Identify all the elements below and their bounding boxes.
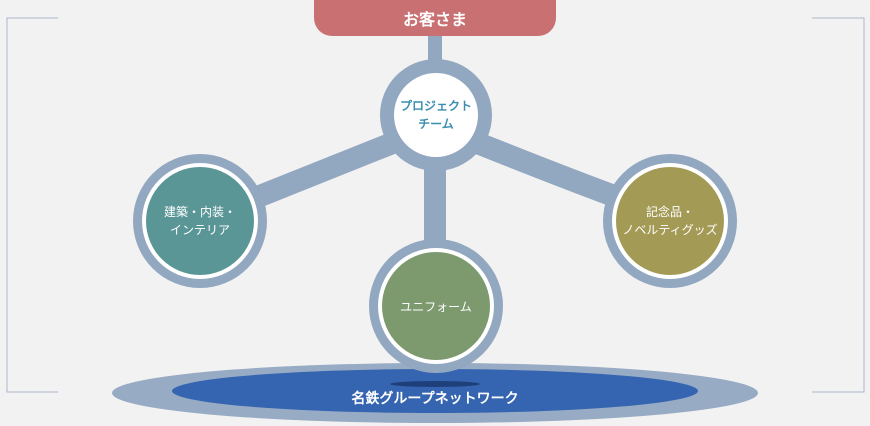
customer-pill: お客さま <box>314 0 556 36</box>
project-team-circle <box>394 73 478 157</box>
project-team-label: プロジェクト チーム <box>399 99 472 131</box>
uniform-label: ユニフォーム <box>400 300 472 314</box>
novelty-label: 記念品・ ノベルティグッズ <box>622 205 718 237</box>
uniform-circle <box>382 252 490 360</box>
network-label: 名鉄グループネットワーク <box>351 391 519 407</box>
left-bracket <box>6 17 58 393</box>
construction-label: 建築・内装・ インテリア <box>163 205 236 237</box>
network-platform-hole <box>390 381 480 387</box>
network-platform-inner <box>172 369 698 413</box>
customer-label: お客さま <box>402 10 467 29</box>
construction-circle <box>146 167 254 275</box>
novelty-circle <box>616 167 724 275</box>
right-bracket <box>812 17 865 393</box>
